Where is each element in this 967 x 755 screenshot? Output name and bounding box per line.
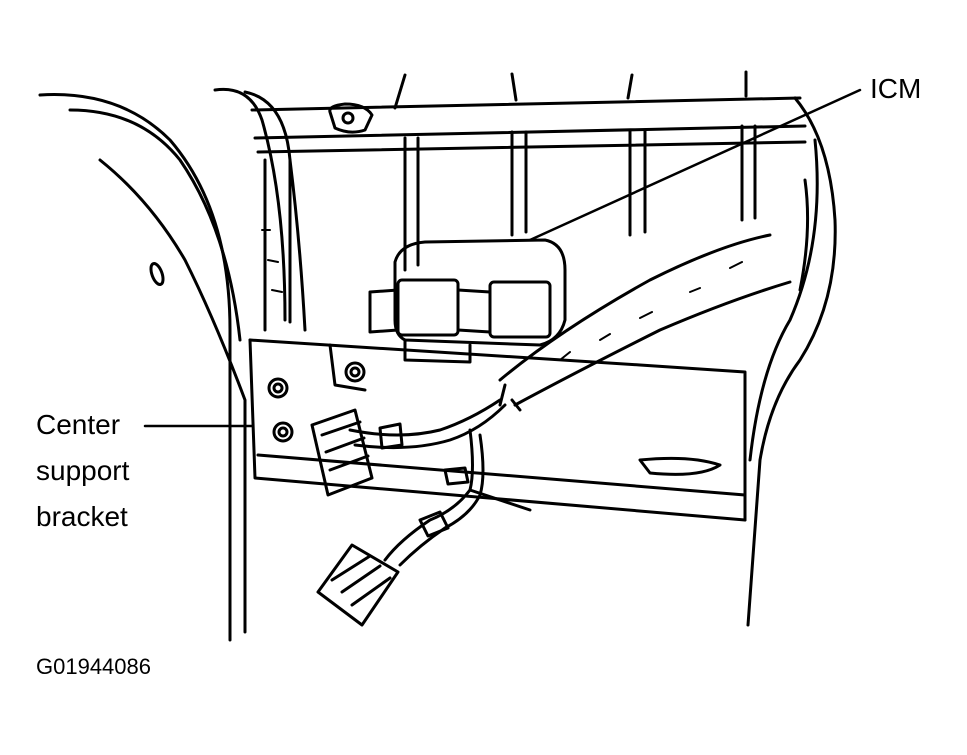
left-pillar (38, 93, 247, 642)
frame-grid (250, 70, 807, 332)
main-harness (498, 233, 792, 412)
wire-harness (348, 398, 532, 567)
leader-lines (143, 88, 862, 428)
center-support-bracket-label-line-3: bracket (36, 501, 128, 532)
lower-connector (316, 543, 400, 627)
left-conduit (213, 87, 307, 332)
icm-leader-line (528, 88, 862, 242)
figure-id: G01944086 (36, 654, 151, 679)
center-support-bracket (248, 338, 747, 522)
icm-label: ICM (870, 73, 922, 104)
center-support-bracket-label: Center support bracket (36, 402, 129, 540)
center-support-bracket-label-line-1: Center (36, 409, 121, 440)
right-pillar (746, 96, 837, 627)
center-support-bracket-label-line-2: support (36, 455, 130, 486)
icm-module (344, 238, 567, 383)
upper-connector (310, 408, 374, 497)
